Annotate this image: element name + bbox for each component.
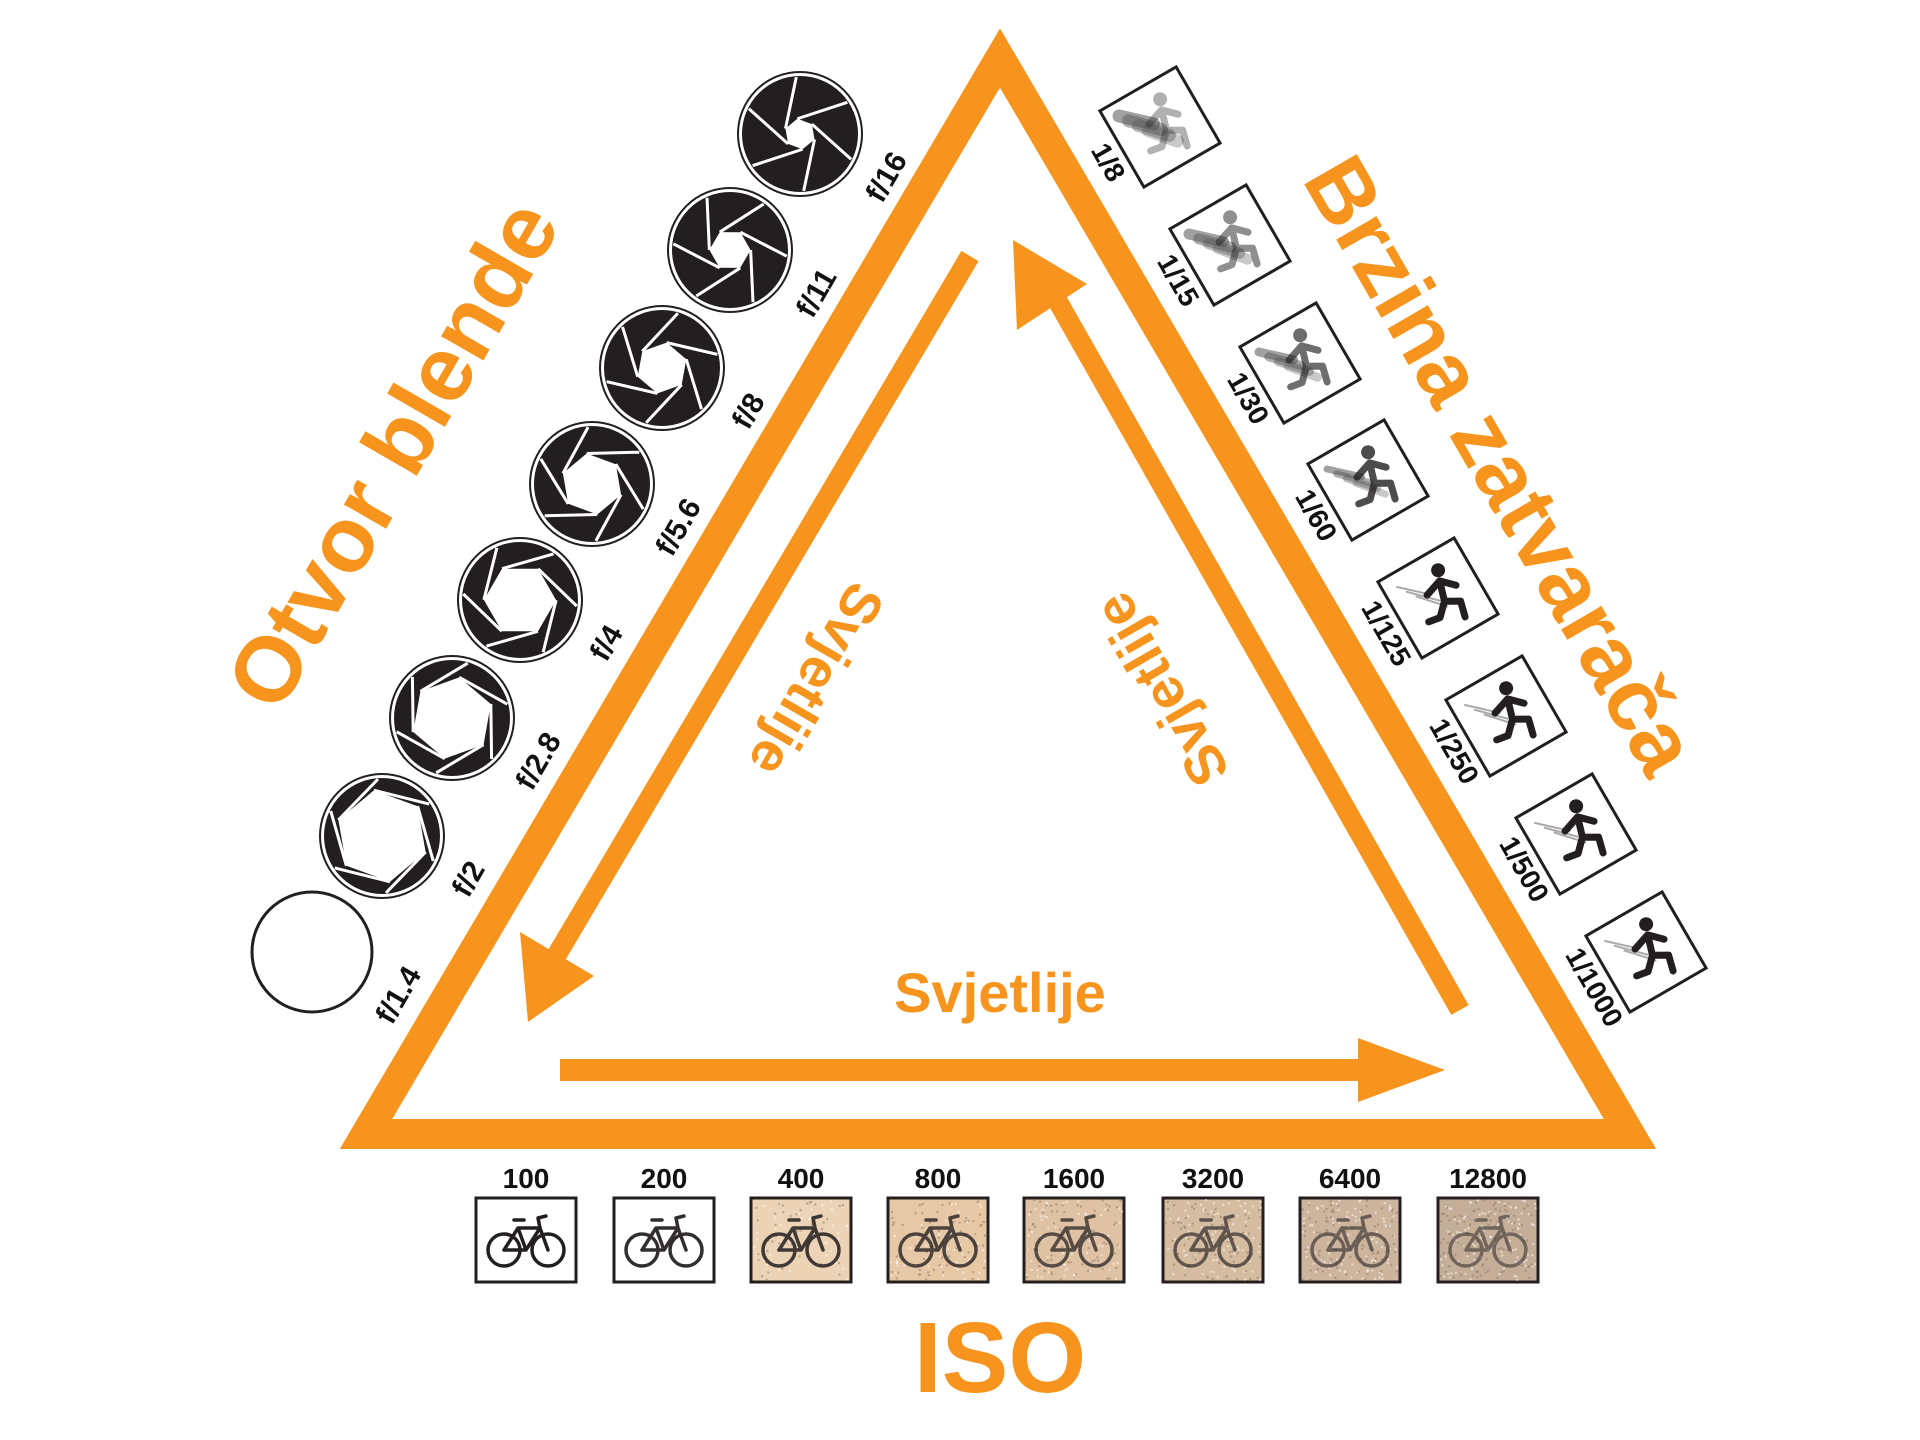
bicycle-icon xyxy=(1022,1196,1126,1284)
motion-blur-runner-icon xyxy=(1305,417,1431,543)
motion-blur-runner-icon xyxy=(1237,300,1363,426)
bicycle-icon xyxy=(1436,1196,1540,1284)
arrow-right-label: Svjetlije xyxy=(1081,582,1241,797)
aperture-icon xyxy=(599,305,725,431)
aperture-icon xyxy=(389,655,515,781)
runner-icon xyxy=(1443,653,1569,779)
iso-scale: 100 200 400 800 1600 3200 6400 12800 xyxy=(474,1163,1540,1284)
runner-icon xyxy=(1513,771,1639,897)
bicycle-icon xyxy=(749,1196,853,1284)
aperture-open-icon xyxy=(250,890,374,1014)
iso-value-label: 400 xyxy=(778,1163,825,1194)
bicycle-icon xyxy=(1161,1196,1265,1284)
arrow-bottom-label: Svjetlije xyxy=(894,961,1106,1024)
bicycle-icon xyxy=(886,1196,990,1284)
exposure-triangle-outline xyxy=(339,28,1657,1149)
iso-value-label: 3200 xyxy=(1182,1163,1244,1194)
iso-value-label: 100 xyxy=(503,1163,550,1194)
iso-value-label: 12800 xyxy=(1449,1163,1527,1194)
iso-value-label: 200 xyxy=(641,1163,688,1194)
bicycle-icon xyxy=(1298,1196,1402,1284)
aperture-stop-label: f/2 xyxy=(446,856,492,903)
iso-title: ISO xyxy=(914,1302,1086,1414)
bicycle-icon xyxy=(612,1196,716,1284)
aperture-icon xyxy=(319,773,445,899)
aperture-stop-label: f/4 xyxy=(584,620,630,667)
arrow-left-brighter xyxy=(520,250,979,1022)
motion-blur-runner-icon xyxy=(1097,64,1223,190)
runner-icon xyxy=(1375,535,1501,661)
iso-value-label: 1600 xyxy=(1043,1163,1105,1194)
arrow-bottom-brighter xyxy=(560,1038,1445,1102)
iso-value-label: 6400 xyxy=(1319,1163,1381,1194)
bicycle-icon xyxy=(474,1196,578,1284)
aperture-icon xyxy=(737,71,863,197)
aperture-icon xyxy=(457,537,583,663)
aperture-icon xyxy=(667,187,793,313)
motion-blur-runner-icon xyxy=(1167,182,1293,308)
iso-value-label: 800 xyxy=(915,1163,962,1194)
aperture-icon xyxy=(529,421,655,547)
runner-icon xyxy=(1583,889,1709,1015)
arrow-right-brighter xyxy=(1013,240,1469,1015)
